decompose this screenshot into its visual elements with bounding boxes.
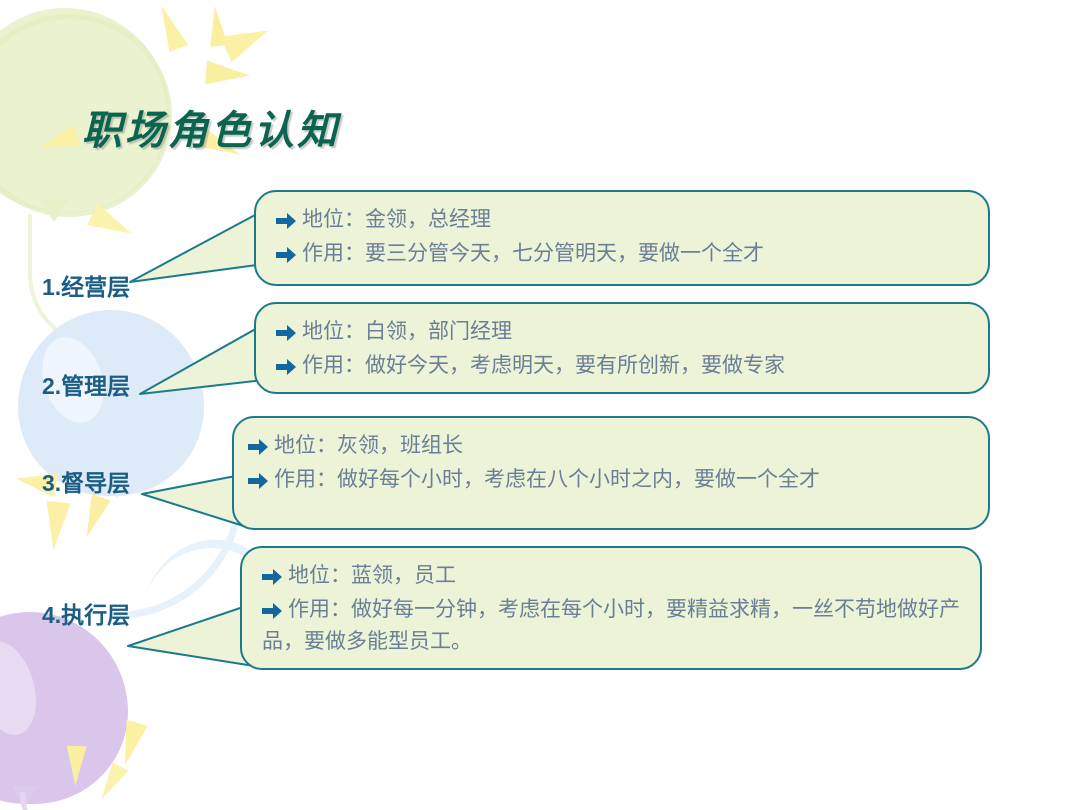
callout-line-text: 作用：做好每个小时，考虑在八个小时之内，要做一个全才	[274, 466, 820, 491]
callout-line-text: 地位：蓝领，员工	[288, 563, 456, 587]
callout-line: 地位：蓝领，员工	[262, 558, 964, 592]
purple-balloon-highlight	[0, 634, 47, 742]
level-label-1-text: 1.经营层	[42, 274, 131, 300]
level-label-4: 4.执行层	[42, 596, 130, 630]
purple-balloon	[0, 612, 128, 804]
level-label-4-text: 4.执行层	[42, 602, 131, 628]
arrow-right-icon	[262, 558, 288, 591]
arrow-right-icon	[262, 592, 288, 625]
callout-line: 地位：金领，总经理	[276, 202, 972, 236]
arrow-right-icon	[276, 236, 302, 269]
level-label-2: 2.管理层	[42, 367, 130, 401]
purple-balloon-string	[20, 792, 115, 810]
callout-line: 作用：要三分管今天，七分管明天，要做一个全才	[276, 236, 972, 270]
level-label-2-text: 2.管理层	[42, 373, 131, 399]
arrow-right-icon	[248, 462, 274, 495]
level-label-1: 1.经营层	[42, 268, 130, 302]
level-label-3: 3.督导层	[42, 464, 130, 498]
callout-line-text: 作用：做好每一分钟，考虑在每个小时，要精益求精，一丝不苟地做好产品，要做多能型员…	[262, 596, 960, 653]
callout-bubble-3: 地位：灰领，班组长 作用：做好每个小时，考虑在八个小时之内，要做一个全才	[232, 416, 990, 530]
yellow-ray-icon	[205, 5, 229, 47]
callout-line-text: 地位：金领，总经理	[302, 207, 491, 231]
yellow-ray-icon	[205, 60, 251, 88]
yellow-ray-icon	[114, 719, 148, 769]
callout-line: 地位：灰领，班组长	[248, 428, 972, 462]
callout-line: 作用：做好每个小时，考虑在八个小时之内，要做一个全才	[248, 462, 972, 496]
arrow-right-icon	[276, 314, 302, 347]
yellow-ray-icon	[65, 745, 87, 787]
yellow-ray-icon	[93, 762, 129, 804]
callout-bubble-2: 地位：白领，部门经理 作用：做好今天，考虑明天，要有所创新，要做专家	[254, 302, 990, 394]
callout-line: 作用：做好今天，考虑明天，要有所创新，要做专家	[276, 348, 972, 382]
yellow-ray-icon	[77, 493, 111, 541]
yellow-ray-icon	[41, 500, 71, 552]
blue-balloon-string	[112, 492, 243, 619]
callout-line-text: 作用：要三分管今天，七分管明天，要做一个全才	[302, 240, 764, 265]
arrow-right-icon	[276, 348, 302, 381]
green-balloon-knot	[40, 200, 68, 222]
yellow-ray-icon	[86, 203, 138, 245]
callout-line-text: 作用：做好今天，考虑明天，要有所创新，要做专家	[302, 352, 785, 377]
callout-line-text: 地位：白领，部门经理	[302, 319, 512, 343]
callout-line-text: 地位：灰领，班组长	[274, 433, 463, 457]
arrow-right-icon	[276, 202, 302, 235]
callout-line: 地位：白领，部门经理	[276, 314, 972, 348]
yellow-ray-icon	[37, 124, 81, 158]
arrow-right-icon	[248, 428, 274, 461]
yellow-ray-icon	[152, 1, 188, 53]
callout-line: 作用：做好每一分钟，考虑在每个小时，要精益求精，一丝不苟地做好产品，要做多能型员…	[262, 592, 964, 658]
yellow-ray-icon	[220, 17, 274, 63]
callout-bubble-1: 地位：金领，总经理 作用：要三分管今天，七分管明天，要做一个全才	[254, 190, 990, 286]
callout-bubble-4: 地位：蓝领，员工 作用：做好每一分钟，考虑在每个小时，要精益求精，一丝不苟地做好…	[240, 546, 982, 670]
purple-balloon-knot	[12, 786, 38, 806]
page-title: 职场角色认知	[82, 108, 340, 153]
level-label-3-text: 3.督导层	[42, 470, 131, 496]
